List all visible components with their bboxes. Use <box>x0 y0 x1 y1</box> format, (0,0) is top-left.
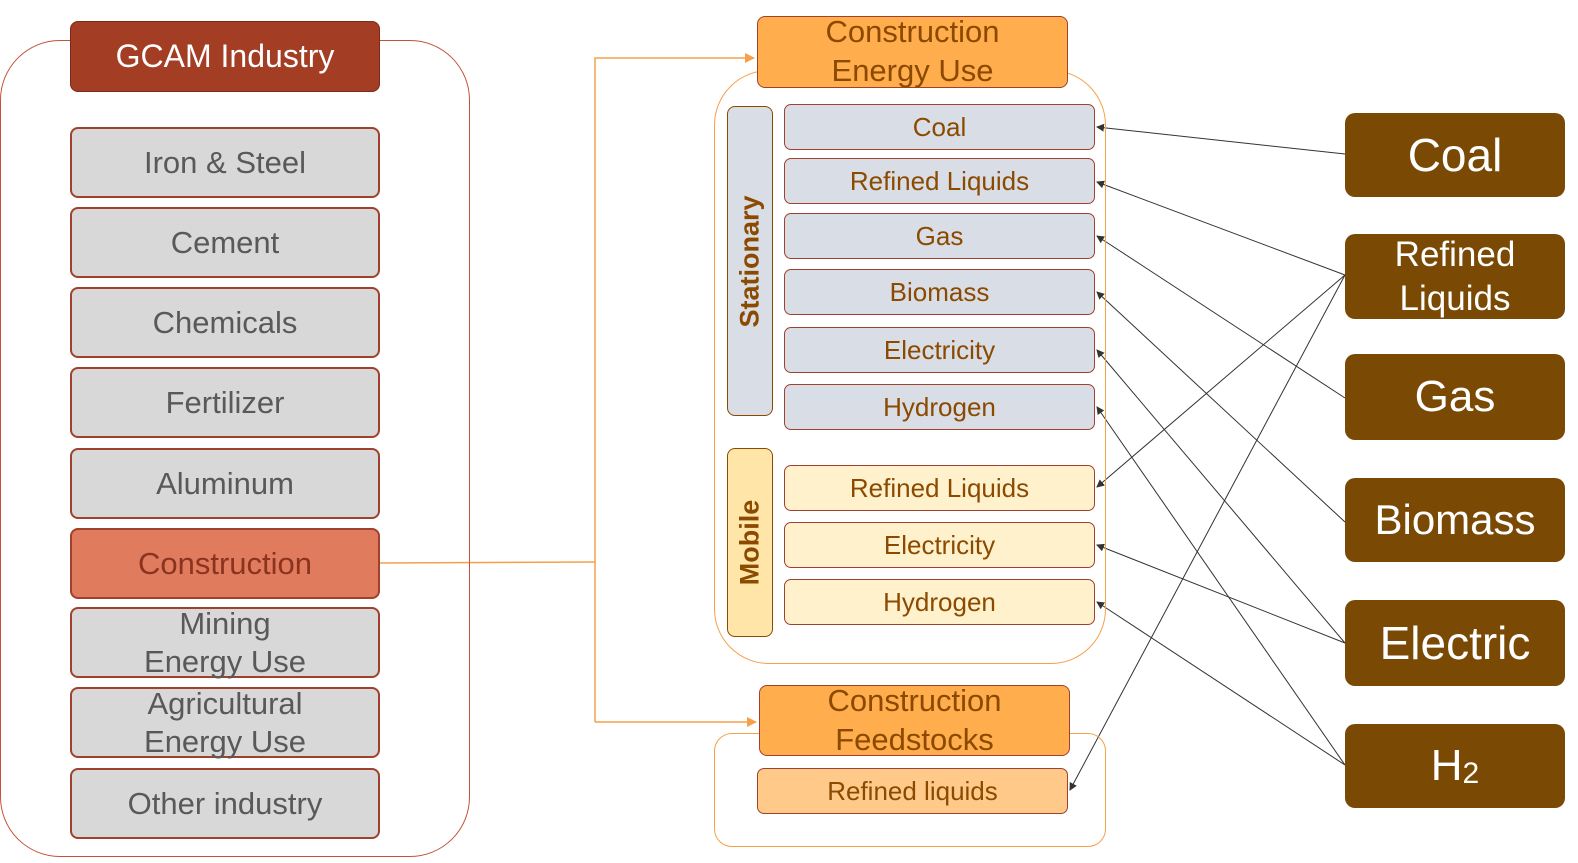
energy-use-title: Construction Energy Use <box>757 14 1068 88</box>
stationary-label-text: Stationary <box>734 194 765 328</box>
source-coal[interactable]: Coal <box>1345 113 1565 197</box>
construction-link-line <box>379 561 596 564</box>
stationary-label: Stationary <box>727 106 773 416</box>
stationary-refined-liquids[interactable]: Refined Liquids <box>784 158 1095 204</box>
source-h2-subscript: 2 <box>1462 757 1480 790</box>
mobile-label-text: Mobile <box>734 499 765 586</box>
mobile-electricity[interactable]: Electricity <box>784 522 1095 568</box>
sector-fertilizer[interactable]: Fertilizer <box>70 367 380 438</box>
feedstocks-title: Construction Feedstocks <box>759 683 1070 757</box>
feedstock-refined-liquids[interactable]: Refined liquids <box>757 768 1068 814</box>
sector-iron-steel[interactable]: Iron & Steel <box>70 127 380 198</box>
mobile-label: Mobile <box>727 448 773 637</box>
stationary-biomass[interactable]: Biomass <box>784 269 1095 315</box>
source-gas[interactable]: Gas <box>1345 354 1565 440</box>
stationary-gas[interactable]: Gas <box>784 213 1095 259</box>
construction-to-energy-use-arrow <box>594 53 755 722</box>
sector-construction[interactable]: Construction <box>70 528 380 599</box>
source-refined-liquids[interactable]: Refined Liquids <box>1345 234 1565 319</box>
mobile-refined-liquids[interactable]: Refined Liquids <box>784 465 1095 511</box>
sector-chemicals[interactable]: Chemicals <box>70 287 380 358</box>
sector-cement[interactable]: Cement <box>70 207 380 278</box>
sector-aluminum[interactable]: Aluminum <box>70 448 380 519</box>
sector-agricultural-energy-use[interactable]: Agricultural Energy Use <box>70 686 380 759</box>
sector-mining-energy-use[interactable]: Mining Energy Use <box>70 606 380 679</box>
sector-other-industry[interactable]: Other industry <box>70 768 380 839</box>
source-to-fuel-arrows <box>1069 123 1346 791</box>
industry-title: GCAM Industry <box>70 21 380 92</box>
source-electric[interactable]: Electric <box>1345 600 1565 686</box>
source-h2-base: H <box>1430 741 1463 790</box>
stationary-electricity[interactable]: Electricity <box>784 327 1095 373</box>
source-biomass[interactable]: Biomass <box>1345 478 1565 562</box>
stationary-hydrogen[interactable]: Hydrogen <box>784 384 1095 430</box>
stationary-coal[interactable]: Coal <box>784 104 1095 150</box>
mobile-hydrogen[interactable]: Hydrogen <box>784 579 1095 625</box>
